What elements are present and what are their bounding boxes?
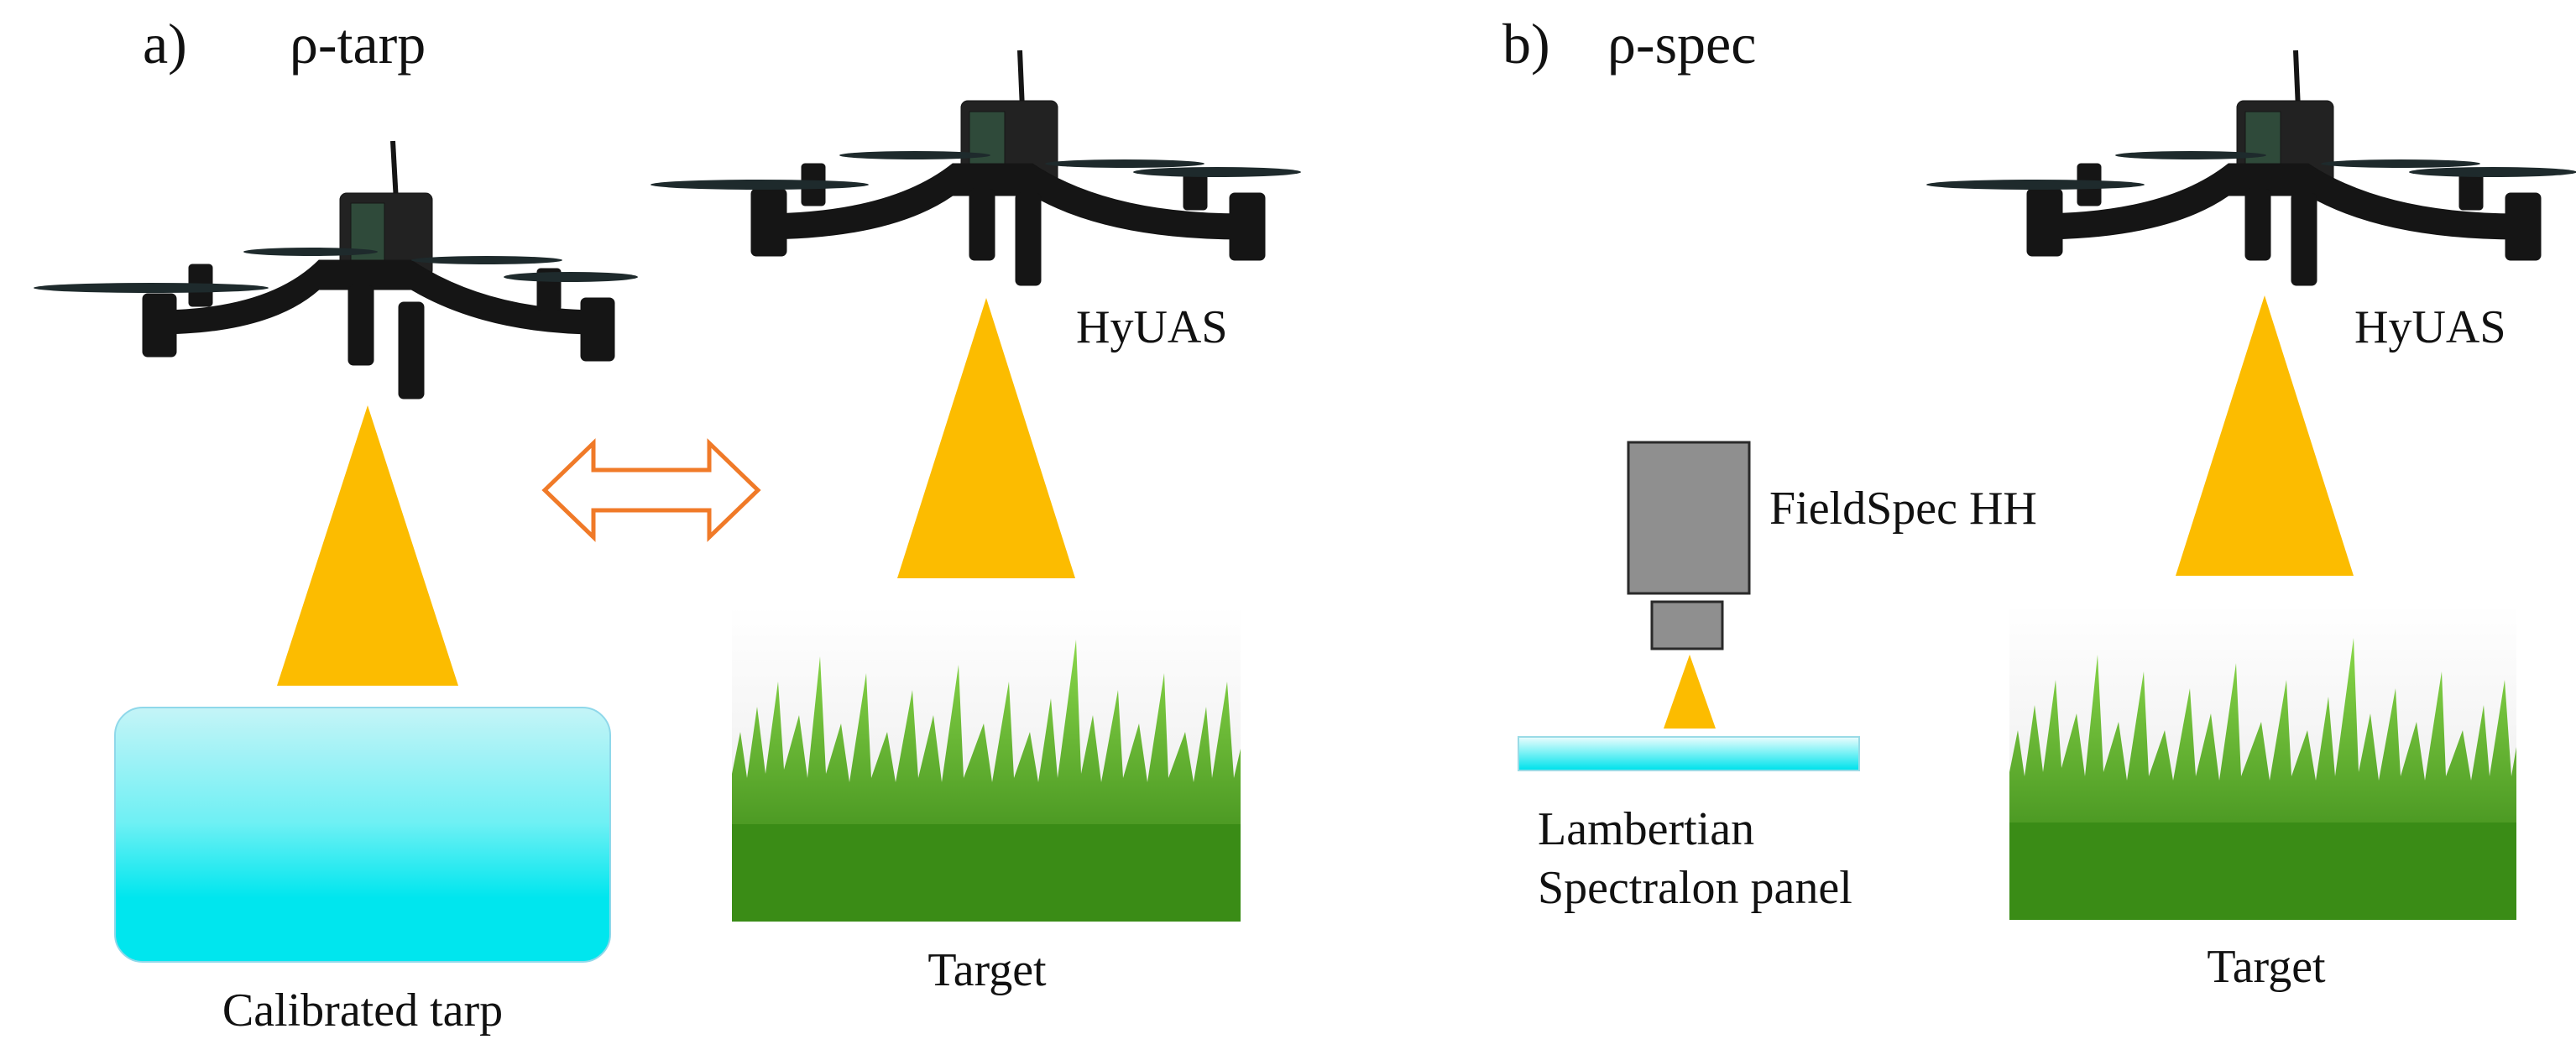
calibrated-tarp [114, 707, 611, 963]
view-cone-icon [2176, 295, 2354, 576]
drone-icon [1926, 50, 2576, 286]
swap-arrow-icon [541, 438, 761, 542]
panel-a-drone-caption: HyUAS [1076, 301, 1228, 353]
panel-a-letter: a) [143, 12, 187, 76]
spectralon-caption-line2: Spectralon panel [1538, 862, 1852, 914]
spectralon-panel [1518, 736, 1860, 771]
panel-a-title: ρ-tarp [290, 12, 426, 76]
panel-b-drone-caption: HyUAS [2354, 301, 2506, 353]
view-cone-icon [897, 298, 1075, 578]
drone-icon [34, 140, 638, 400]
tarp-caption: Calibrated tarp [222, 984, 504, 1037]
view-cone-icon [1664, 655, 1716, 729]
grass-photo [2009, 604, 2516, 920]
spectrometer-icon [1627, 441, 1751, 650]
panel-a-target-caption: Target [927, 944, 1047, 996]
panel-b-target-caption: Target [2207, 941, 2326, 993]
device-caption: FieldSpec HH [1769, 483, 2037, 535]
view-cone-icon [277, 405, 458, 686]
panel-b-title: ρ-spec [1607, 12, 1757, 76]
spectralon-caption-line1: Lambertian [1538, 803, 1755, 855]
panel-b-letter: b) [1502, 12, 1550, 76]
drone-icon [651, 50, 1301, 286]
spectralon-caption: Lambertian Spectralon panel [1538, 800, 1941, 917]
grass-photo [732, 606, 1241, 922]
